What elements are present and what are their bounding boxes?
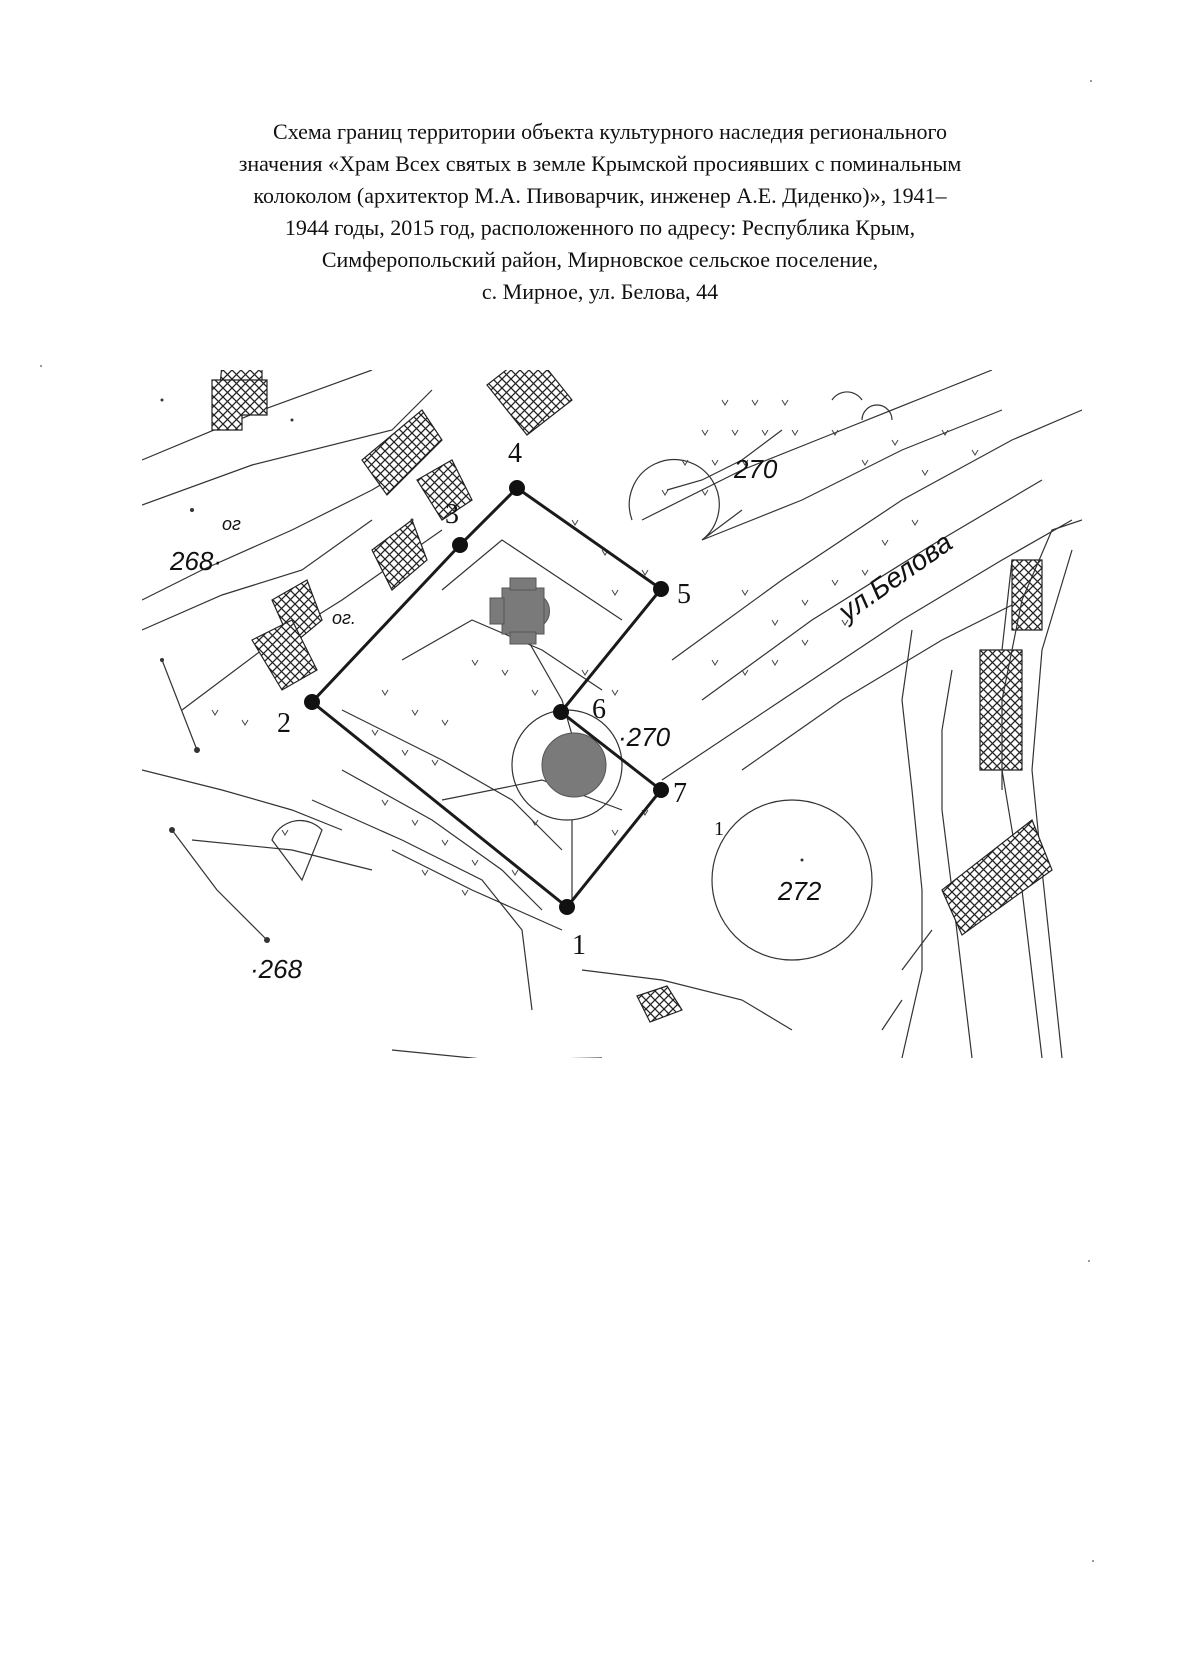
hatched-building	[211, 379, 268, 431]
elevation-label: ·270	[618, 722, 671, 752]
small-plot	[271, 819, 323, 882]
hatched-building	[371, 519, 428, 591]
elevation-label: ·268	[250, 954, 303, 984]
elevation-label: 272	[777, 876, 822, 906]
boundary-point-7[interactable]	[653, 782, 669, 798]
point-label-3: 3	[445, 499, 459, 530]
site-path	[441, 779, 623, 811]
boundary-point-4[interactable]	[509, 480, 525, 496]
road-edge	[311, 799, 533, 1011]
street-edge	[741, 589, 1043, 771]
road-edge	[191, 839, 373, 871]
road-edge	[341, 769, 543, 911]
road-edge	[901, 629, 923, 1058]
street-edge	[661, 519, 1073, 781]
hatched-building	[251, 619, 318, 691]
road-edge	[1031, 549, 1073, 1058]
scan-speck	[40, 365, 42, 367]
hatched-building	[486, 370, 573, 436]
site-path	[441, 539, 623, 621]
street-edge	[701, 479, 1043, 701]
street-edge	[641, 370, 993, 521]
point-label-4: 4	[508, 438, 522, 469]
roundabout	[628, 458, 743, 541]
hatched-building	[941, 819, 1053, 936]
site-path	[341, 709, 563, 851]
road-edge	[142, 769, 343, 831]
point-label-6: 6	[592, 694, 606, 725]
boundary-vertices	[304, 480, 669, 915]
hatched-building	[979, 649, 1023, 771]
scan-speck	[1088, 1260, 1090, 1262]
caption-line: значения «Храм Всех святых в земле Крымс…	[238, 151, 962, 176]
caption-line: 1944 годы, 2015 год, расположенного по а…	[284, 215, 916, 240]
road-edge	[581, 969, 793, 1031]
caption-line: с. Мирное, ул. Белова, 44	[481, 279, 719, 304]
road-edge	[142, 519, 373, 631]
point-label-1: 1	[572, 930, 586, 961]
road-edge	[142, 389, 433, 506]
map-caption: Схема границ территории объекта культурн…	[160, 116, 1040, 308]
map-marks	[160, 398, 804, 943]
point-label-5: 5	[677, 579, 691, 610]
boundary-point-5[interactable]	[653, 581, 669, 597]
site-plan-map[interactable]: 1 2 3 4 5 6 7 ог ог. 268· ·268 270 ·270 …	[142, 370, 1082, 1058]
round-plot	[711, 799, 873, 961]
scan-speck	[1090, 80, 1092, 82]
small-plot	[831, 391, 863, 401]
point-label-7: 7	[673, 778, 687, 809]
caption-line: колоколом (архитектор М.А. Пивоварчик, и…	[253, 183, 947, 208]
boundary-point-3[interactable]	[452, 537, 468, 553]
vegetation-symbols	[211, 399, 979, 896]
caption-line: Симферопольский район, Мирновское сельск…	[321, 247, 879, 272]
boundary-point-1[interactable]	[559, 899, 575, 915]
plot-number: 1	[714, 818, 724, 840]
bell-monument	[541, 732, 607, 798]
elevation-label: 268·	[169, 546, 222, 576]
boundary-point-6[interactable]	[553, 704, 569, 720]
hatched-building	[636, 985, 683, 1023]
boundary-point-2[interactable]	[304, 694, 320, 710]
parcel-mark: ог	[222, 514, 241, 534]
territory-boundary	[309, 486, 664, 910]
point-label-2: 2	[277, 708, 291, 739]
road-edge	[391, 1049, 602, 1058]
caption-line: Схема границ территории объекта культурн…	[273, 119, 947, 144]
street-edge	[671, 409, 1082, 661]
site-path	[391, 849, 563, 931]
map-canvas[interactable]: 1 2 3 4 5 6 7 ог ог. 268· ·268 270 ·270 …	[142, 370, 1082, 1058]
elevation-label: 270	[733, 454, 778, 484]
hatched-building	[361, 409, 443, 496]
fence-lines	[161, 429, 1082, 1031]
scan-speck	[1092, 1560, 1094, 1562]
site-path	[401, 619, 603, 691]
hatched-building	[416, 459, 473, 521]
hatched-building	[1011, 559, 1043, 631]
parcel-mark: ог.	[332, 608, 356, 628]
road-edge	[941, 669, 973, 1058]
church-building	[489, 577, 550, 645]
street-label: ул.Белова	[831, 526, 958, 628]
small-plot	[861, 404, 893, 421]
street-edge	[701, 409, 1003, 541]
